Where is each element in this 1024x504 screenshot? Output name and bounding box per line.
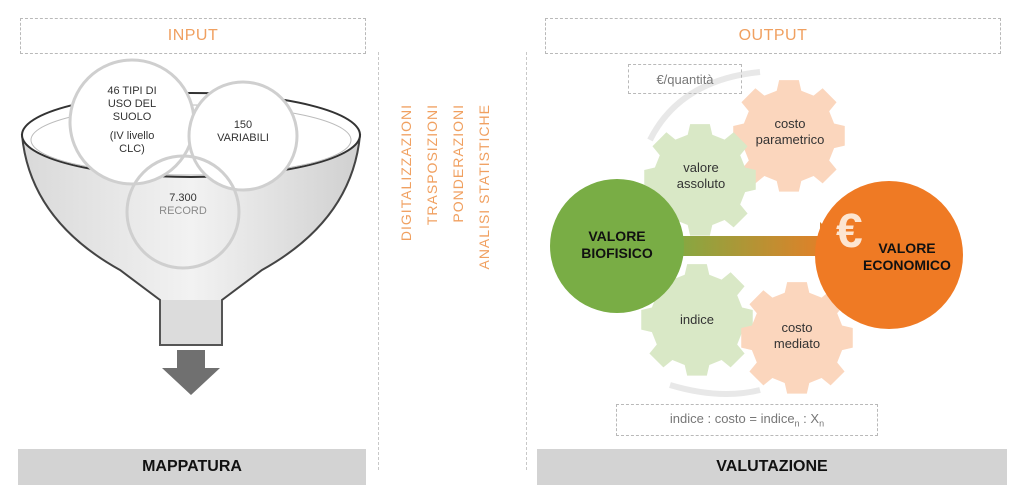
funnel-neck bbox=[159, 300, 223, 346]
middle-col-1: DIGITALIZZAZIONI bbox=[398, 104, 414, 242]
gear-index-label: indice bbox=[680, 312, 714, 327]
gear-mediated-label: costo mediato bbox=[773, 320, 821, 351]
gear-index bbox=[641, 264, 753, 376]
middle-col-3: PONDERAZIONI bbox=[450, 104, 466, 223]
middle-col-4: ANALISI STATISTICHE bbox=[476, 104, 492, 270]
gear-parametric-label: costo parametrico bbox=[755, 116, 825, 147]
output-title-box: OUTPUT bbox=[545, 18, 1001, 54]
euro-icon: € bbox=[836, 205, 863, 258]
main-arrow bbox=[660, 222, 845, 270]
variables-label: 150 VARIABILI bbox=[217, 119, 269, 144]
mappatura-label: MAPPATURA bbox=[142, 458, 242, 475]
gear-parametric bbox=[733, 80, 845, 192]
bottom-formula-box: indice : costo = indicen : Xn bbox=[616, 404, 878, 436]
separator-left bbox=[378, 52, 379, 470]
gear-absolute bbox=[644, 124, 756, 236]
records-label: 7.300 RECORD bbox=[159, 192, 207, 217]
middle-col-2: TRASPOSIZIONI bbox=[424, 104, 440, 226]
circle-variables bbox=[187, 80, 299, 192]
separator-right bbox=[526, 52, 527, 470]
circle-biophysical bbox=[550, 179, 684, 313]
output-title: OUTPUT bbox=[738, 27, 808, 44]
gear-mediated bbox=[741, 282, 853, 394]
valutazione-label: VALUTAZIONE bbox=[716, 458, 828, 475]
mappatura-bar: MAPPATURA bbox=[18, 449, 366, 485]
circle-records bbox=[125, 154, 241, 270]
top-formula: €/quantità bbox=[656, 71, 714, 87]
bottom-formula: indice : costo = indicen : Xn bbox=[669, 411, 825, 429]
gear-absolute-label: valore assoluto bbox=[676, 160, 726, 191]
economic-label: VALORE ECONOMICO bbox=[863, 240, 951, 273]
down-arrow bbox=[162, 350, 220, 395]
biophysical-label: VALORE BIOFISICO bbox=[581, 228, 653, 261]
top-formula-box: €/quantità bbox=[628, 64, 742, 94]
input-title-box: INPUT bbox=[20, 18, 366, 54]
circle-economic bbox=[815, 181, 963, 329]
valutazione-bar: VALUTAZIONE bbox=[537, 449, 1007, 485]
curve-arrow-bottom bbox=[669, 382, 761, 397]
input-title: INPUT bbox=[167, 27, 219, 44]
land-use-label: 46 TIPI DI USO DEL SUOLO (IV livello CLC… bbox=[107, 84, 157, 155]
